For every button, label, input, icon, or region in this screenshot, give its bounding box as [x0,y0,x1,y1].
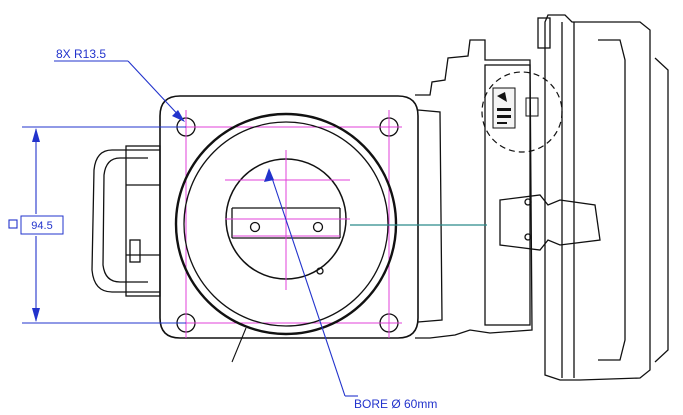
hole-callout-leader [54,60,185,122]
bore-callout-leader [264,168,358,397]
left-housing [91,145,161,297]
hole-callout-label: 8X R13.5 [56,47,106,61]
center-cross [225,150,350,290]
square-symbol [8,219,18,229]
actuator-housing [415,14,669,381]
square-dimension [22,126,186,324]
detail-view [481,71,563,153]
bore-outer-ring [174,112,398,336]
bore-callout-label: BORE Ø 60mm [354,397,437,411]
bore-inner-ring [183,121,389,327]
square-dimension-label: 94.5 [31,220,52,232]
square-flange [159,95,419,339]
ring-leader [231,327,247,363]
dimension-box [20,215,64,235]
